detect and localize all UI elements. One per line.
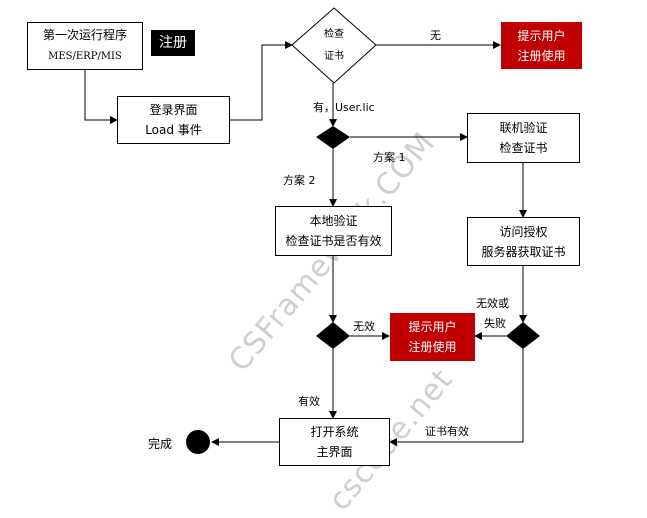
end-node <box>186 430 210 454</box>
edge-label-valid: 有效 <box>298 395 320 408</box>
check-cert-label: 检查 证书 <box>304 24 364 68</box>
login-node: 登录界面 Load 事件 <box>117 96 230 144</box>
edge-label-invalid: 无效 <box>353 320 375 333</box>
start-line2: MES/ERP/MIS <box>48 51 122 62</box>
local-line1: 本地验证 <box>309 214 358 228</box>
prompt-user-mid: 提示用户 注册使用 <box>390 313 475 361</box>
check-cert-line2: 证书 <box>324 51 344 62</box>
edge-label-cert-valid: 证书有效 <box>425 425 469 438</box>
start-node: 第一次运行程序 MES/ERP/MIS <box>27 22 143 70</box>
start-line1: 第一次运行程序 <box>42 28 127 42</box>
prompt-user-top: 提示用户 注册使用 <box>501 22 582 69</box>
login-line2: Load 事件 <box>145 123 202 137</box>
online-result-diamond <box>506 322 540 349</box>
online-verify-node: 联机验证 检查证书 <box>467 113 580 163</box>
local-verify-node: 本地验证 检查证书是否有效 <box>275 206 392 256</box>
check-cert-line1: 检查 <box>324 29 344 40</box>
edge-label-has-user-lic: 有，User.lic <box>313 101 375 114</box>
prompt-mid-line2: 注册使用 <box>408 340 457 354</box>
flowchart-connectors <box>84 7 540 454</box>
plan-decision-diamond <box>316 126 350 149</box>
online-line2: 检查证书 <box>499 141 548 155</box>
prompt-mid-line1: 提示用户 <box>408 320 457 334</box>
register-label: 注册 <box>159 35 187 51</box>
edge-label-invalid-or: 无效或 <box>476 297 509 310</box>
edge-login-check <box>230 41 293 121</box>
end-label: 完成 <box>148 437 173 451</box>
auth-server-node: 访问授权 服务器获取证书 <box>467 217 580 266</box>
check-cert-diamond <box>291 7 377 84</box>
open-main-node: 打开系统 主界面 <box>279 418 390 466</box>
auth-line2: 服务器获取证书 <box>481 244 566 259</box>
open-main-line1: 打开系统 <box>310 425 359 439</box>
prompt-top-line1: 提示用户 <box>517 28 566 43</box>
open-main-line2: 主界面 <box>316 445 353 459</box>
edge-label-plan2: 方案 2 <box>283 174 316 187</box>
local-line2: 检查证书是否有效 <box>285 234 382 248</box>
online-line1: 联机验证 <box>499 121 548 135</box>
local-result-diamond <box>316 322 350 349</box>
edge-rightdiamond-main <box>389 349 524 446</box>
edge-label-none: 无 <box>430 29 441 42</box>
edge-label-fail: 失败 <box>484 317 506 330</box>
prompt-top-line2: 注册使用 <box>517 48 566 63</box>
login-line1: 登录界面 <box>149 103 198 117</box>
edge-start-login <box>84 70 118 124</box>
edge-label-plan1: 方案 1 <box>373 151 406 164</box>
register-button[interactable]: 注册 <box>151 30 195 56</box>
auth-line1: 访问授权 <box>499 224 548 239</box>
